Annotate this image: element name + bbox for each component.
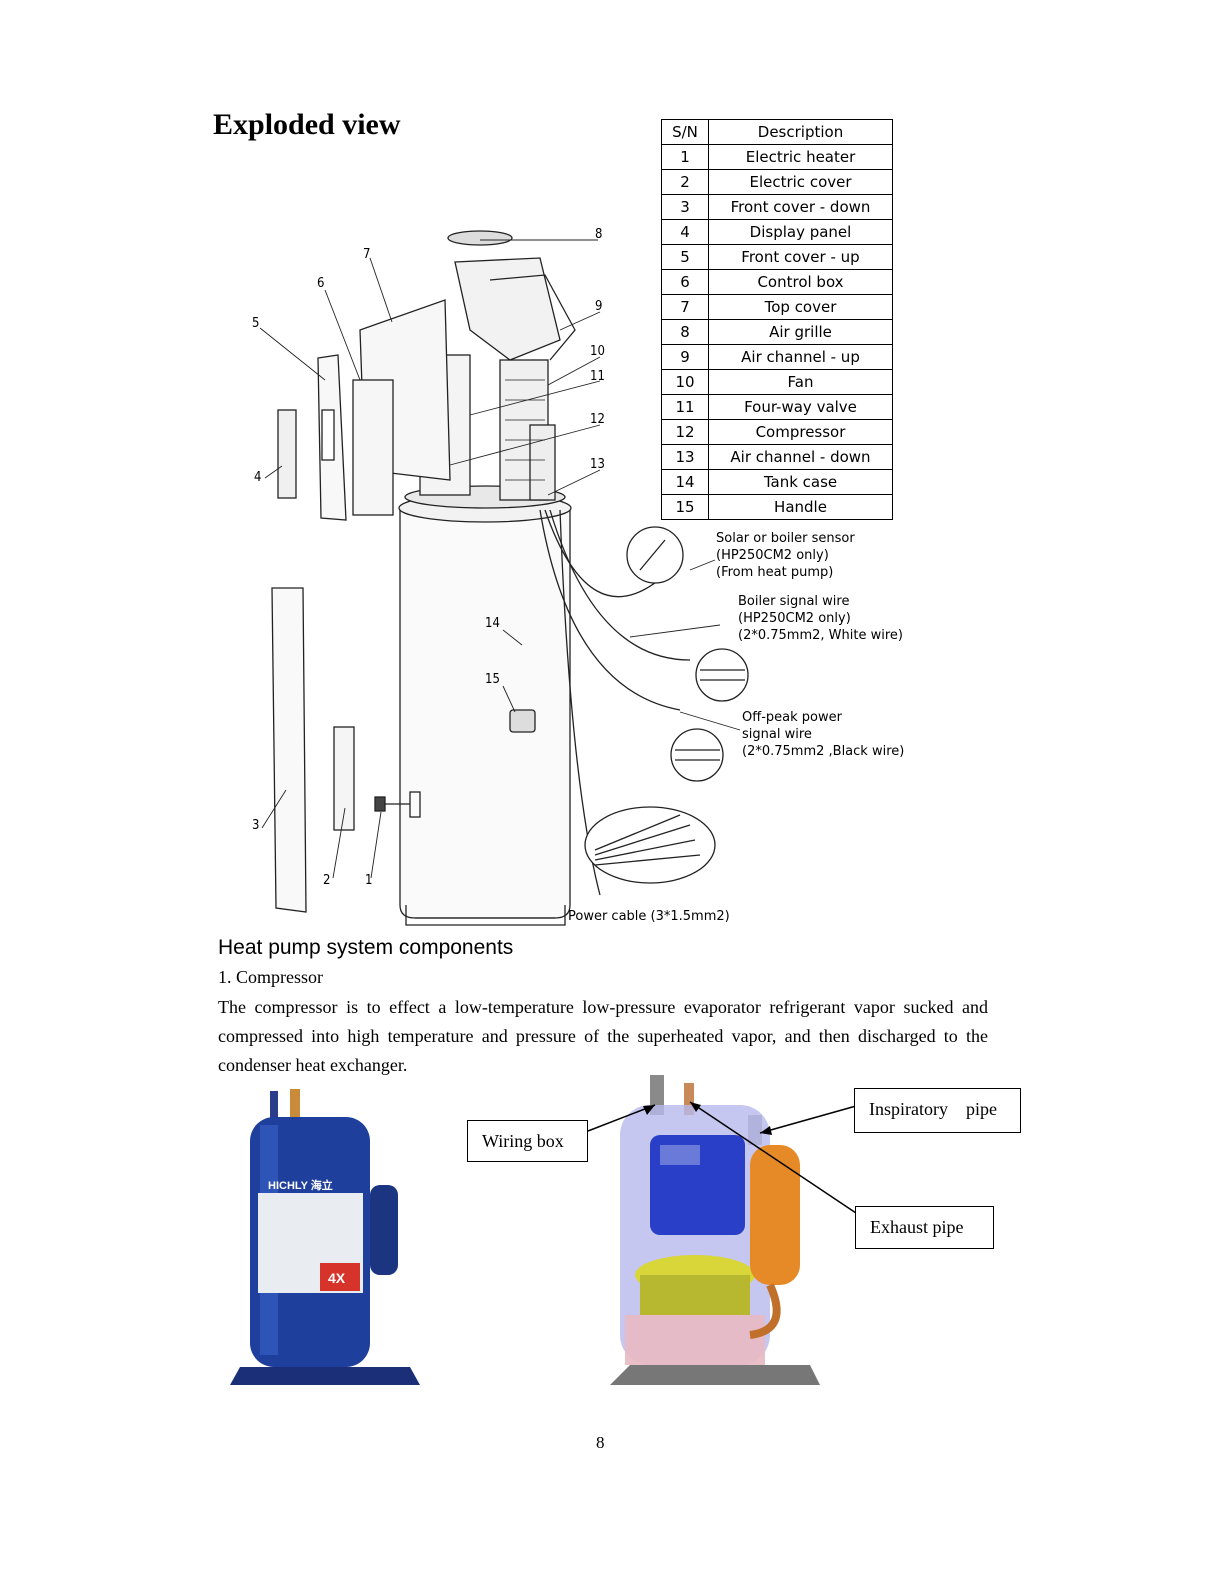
label-exhaust-pipe: Exhaust pipe — [855, 1206, 994, 1249]
compressor-cutaway — [610, 1075, 820, 1385]
part-number-5: 5 — [252, 316, 259, 331]
label-wiring-box: Wiring box — [467, 1120, 588, 1162]
cell-sn: 1 — [661, 144, 709, 170]
cell-sn: 3 — [661, 194, 709, 220]
column-header-sn: S/N — [661, 119, 709, 145]
cell-description: Electric heater — [708, 144, 893, 170]
part-number-12: 12 — [590, 412, 605, 427]
brand-label: HICHLY 海立 — [268, 1178, 333, 1192]
cell-description: Air channel - up — [708, 344, 893, 370]
compressor-photo: HICHLY 海立 4X — [230, 1089, 420, 1385]
tank-body — [399, 508, 571, 919]
cell-description: Display panel — [708, 219, 893, 245]
part-number-2: 2 — [323, 873, 330, 888]
column-header-description: Description — [708, 119, 893, 145]
badge-label: 4X — [328, 1270, 346, 1286]
callout-solar-sensor: Solar or boiler sensor (HP250CM2 only) (… — [716, 530, 855, 581]
cell-sn: 7 — [661, 294, 709, 320]
cell-description: Fan — [708, 369, 893, 395]
callout-boiler-signal: Boiler signal wire (HP250CM2 only) (2*0.… — [738, 593, 903, 644]
part-number-4: 4 — [254, 470, 261, 485]
cell-description: Electric cover — [708, 169, 893, 195]
compressor-arrows — [587, 1101, 857, 1214]
callout-offpeak-signal: Off-peak power signal wire (2*0.75mm2 ,B… — [742, 709, 904, 760]
callout-line: (HP250CM2 only) — [716, 548, 829, 563]
cell-description: Handle — [708, 494, 893, 520]
part-number-15: 15 — [485, 672, 500, 687]
sub-heading: 1. Compressor — [218, 967, 323, 987]
part-number-11: 11 — [590, 369, 605, 384]
callout-line: Boiler signal wire — [738, 594, 850, 609]
callout-line: (2*0.75mm2, White wire) — [738, 628, 903, 643]
cell-description: Top cover — [708, 294, 893, 320]
cell-description: Front cover - down — [708, 194, 893, 220]
part-number-13: 13 — [590, 457, 605, 472]
callout-line: (From heat pump) — [716, 565, 834, 580]
part-number-9: 9 — [595, 299, 602, 314]
table-header-row: S/N Description — [661, 119, 893, 145]
body-paragraph: The compressor is to effect a low-temper… — [218, 997, 988, 1075]
section-heading: Heat pump system components — [218, 936, 514, 959]
cell-description: Air grille — [708, 319, 893, 345]
callout-line: Off-peak power — [742, 710, 842, 725]
cell-description: Control box — [708, 269, 893, 295]
part-number-6: 6 — [317, 276, 324, 291]
cell-sn: 15 — [661, 494, 709, 520]
callout-line: signal wire — [742, 727, 812, 742]
part-number-3: 3 — [252, 818, 259, 833]
part-number-7: 7 — [363, 247, 370, 262]
cell-description: Four-way valve — [708, 394, 893, 420]
cell-sn: 12 — [661, 419, 709, 445]
callout-line: (HP250CM2 only) — [738, 611, 851, 626]
page-number: 8 — [596, 1433, 605, 1452]
page-title: Exploded view — [213, 108, 401, 141]
label-inspiratory-pipe: Inspiratory pipe — [854, 1088, 1021, 1133]
part-number-8: 8 — [595, 227, 602, 242]
cell-description: Tank case — [708, 469, 893, 495]
callout-line: (2*0.75mm2 ,Black wire) — [742, 744, 905, 759]
cell-sn: 14 — [661, 469, 709, 495]
callout-power-cable: Power cable (3*1.5mm2) — [568, 909, 730, 924]
part-number-10: 10 — [590, 344, 605, 359]
callout-line: Solar or boiler sensor — [716, 531, 855, 546]
part-number-14: 14 — [485, 616, 500, 631]
cell-sn: 6 — [661, 269, 709, 295]
exploded-diagram: 7 6 5 4 3 2 1 8 9 10 11 12 13 14 15 — [252, 227, 749, 926]
cell-sn: 9 — [661, 344, 709, 370]
part-number-1: 1 — [365, 873, 372, 888]
